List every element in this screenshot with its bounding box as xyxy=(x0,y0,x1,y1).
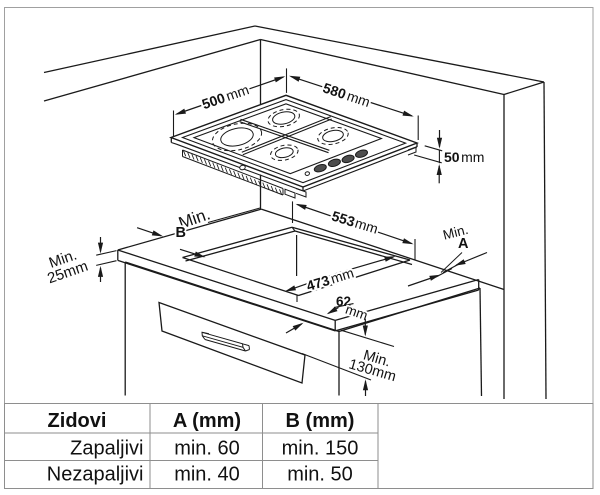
svg-text:min. 50: min. 50 xyxy=(287,464,353,486)
svg-text:B (mm): B (mm) xyxy=(286,410,355,432)
svg-text:min. 150: min. 150 xyxy=(282,438,359,460)
svg-text:B: B xyxy=(176,225,186,241)
svg-text:min. 60: min. 60 xyxy=(174,438,240,460)
svg-text:A: A xyxy=(458,236,469,252)
svg-text:473mm: 473mm xyxy=(304,264,355,294)
svg-text:Zapaljivi: Zapaljivi xyxy=(70,438,143,460)
svg-text:Nezapaljivi: Nezapaljivi xyxy=(47,464,144,486)
svg-text:A (mm): A (mm) xyxy=(173,410,241,432)
svg-text:Zidovi: Zidovi xyxy=(48,410,107,432)
svg-text:min. 40: min. 40 xyxy=(174,464,240,486)
svg-text:553mm: 553mm xyxy=(330,208,380,237)
